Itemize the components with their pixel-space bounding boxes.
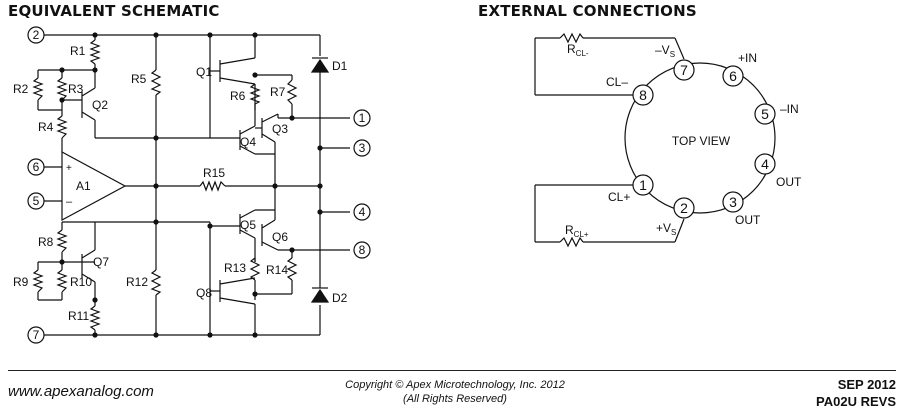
r15-label: R15 [203, 166, 225, 180]
ext-pin-5: 5 [761, 106, 769, 122]
d1-label: D1 [332, 59, 348, 73]
copyright-notice: Copyright © Apex Microtechnology, Inc. 2… [320, 378, 590, 406]
revision-code: PA02U REVS [816, 394, 896, 409]
q2-label: Q2 [92, 98, 108, 112]
connections-title: EXTERNAL CONNECTIONS [478, 2, 697, 20]
r5-label: R5 [131, 72, 147, 86]
r13-label: R13 [224, 261, 246, 275]
q4-label: Q4 [240, 135, 256, 149]
q7-label: Q7 [93, 255, 109, 269]
r9-label: R9 [13, 275, 29, 289]
pin-7-label: 7 [33, 328, 40, 342]
r14-label: R14 [266, 263, 288, 277]
r11-label: R11 [68, 309, 89, 323]
r6-label: R6 [230, 89, 246, 103]
pos-in-label: +IN [738, 51, 757, 65]
r1-label: R1 [70, 44, 86, 58]
q5-label: Q5 [240, 218, 256, 232]
rcl-minus-label: RCL- [567, 42, 589, 58]
r8-label: R8 [38, 235, 54, 249]
pin-circle-outline [534, 32, 776, 248]
r2-label: R2 [13, 82, 29, 96]
ext-pin-1: 1 [639, 177, 647, 193]
neg-in-label: –IN [780, 102, 799, 116]
ext-pin-6: 6 [729, 68, 737, 84]
pin-6-label: 6 [33, 160, 40, 174]
schematic-title: EQUIVALENT SCHEMATIC [8, 2, 220, 20]
pin-5-label: 5 [33, 194, 40, 208]
ext-pin-2: 2 [680, 200, 688, 216]
q3-label: Q3 [272, 122, 288, 136]
r12-label: R12 [126, 275, 148, 289]
pin-3-label: 3 [359, 141, 366, 155]
rights-line: (All Rights Reserved) [403, 393, 507, 405]
revision-date: SEP 2012 [837, 377, 896, 392]
q8-label: Q8 [196, 286, 212, 300]
out-b-label: OUT [735, 213, 761, 227]
amp-plus-sign: + [66, 163, 72, 174]
pin-2-label: 2 [33, 28, 40, 42]
top-view-label: TOP VIEW [672, 134, 731, 148]
out-a-label: OUT [776, 175, 802, 189]
cl-minus-label: CL– [606, 75, 628, 89]
rcl-plus-label: RCL+ [565, 223, 589, 239]
r7-label: R7 [270, 85, 286, 99]
ext-pin-7: 7 [680, 62, 688, 78]
neg-supply-label: –VS [655, 43, 675, 59]
q1-label: Q1 [196, 65, 212, 79]
footer-divider [8, 370, 896, 371]
pin-4-label: 4 [359, 205, 366, 219]
r4-label: R4 [38, 120, 54, 134]
d2-label: D2 [332, 291, 348, 305]
q6-label: Q6 [272, 230, 288, 244]
pos-supply-label: +VS [656, 221, 676, 237]
ext-pin-3: 3 [729, 194, 737, 210]
equivalent-schematic-diagram: 2 6 5 7 1 3 4 8 + – A1 R1 R2 R3 R4 R5 R6… [13, 26, 802, 344]
ext-pin-8: 8 [639, 87, 647, 103]
pin-8-label: 8 [359, 243, 366, 257]
website-link[interactable]: www.apexanalog.com [8, 383, 154, 400]
amp-minus-sign: – [66, 196, 73, 208]
r3-label: R3 [68, 82, 84, 96]
revision-info: SEP 2012 PA02U REVS [816, 376, 896, 410]
amp-label: A1 [76, 179, 91, 193]
r10-label: R10 [70, 275, 92, 289]
ext-pin-4: 4 [761, 156, 769, 172]
copyright-line: Copyright © Apex Microtechnology, Inc. 2… [345, 379, 565, 391]
cl-plus-label: CL+ [608, 190, 630, 204]
pin-1-label: 1 [359, 111, 366, 125]
